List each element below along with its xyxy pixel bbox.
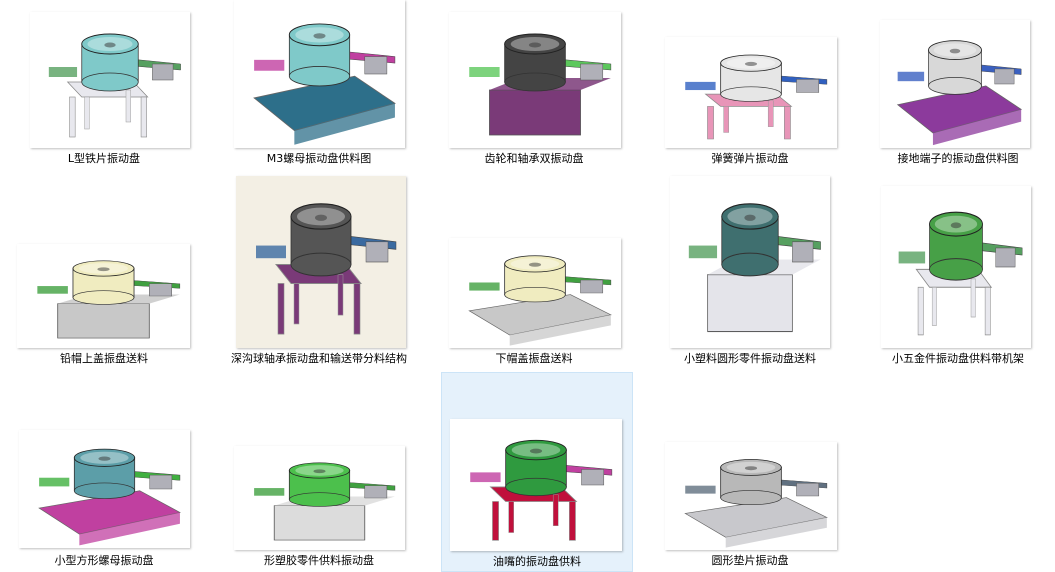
file-name-label: 油嘴的振动盘供料 xyxy=(493,555,581,568)
file-tile-2[interactable]: M3螺母振动盘供料图 xyxy=(215,0,423,176)
file-thumbnail xyxy=(665,442,837,550)
file-thumbnail xyxy=(670,176,830,348)
file-thumbnail xyxy=(665,37,837,148)
file-tile-8[interactable]: 下帽盖振盘送料 xyxy=(430,176,638,372)
vibratory-bowl-icon xyxy=(665,37,837,148)
file-tile-13[interactable]: 油嘴的振动盘供料 xyxy=(441,372,633,572)
file-thumbnail xyxy=(450,419,622,551)
vibratory-bowl-icon xyxy=(450,419,622,551)
file-tile-11[interactable]: 小型方形螺母振动盘 xyxy=(0,372,208,572)
vibratory-bowl-icon xyxy=(17,244,190,348)
file-name-label: 深沟球轴承振动盘和输送带分料结构 xyxy=(231,352,407,365)
file-tile-14[interactable]: 圆形垫片振动盘 xyxy=(646,372,854,572)
file-name-label: M3螺母振动盘供料图 xyxy=(266,152,372,165)
file-name-label: 小五金件振动盘供料带机架 xyxy=(892,352,1024,365)
file-name-label: 接地端子的振动盘供料图 xyxy=(897,152,1019,165)
file-tile-12[interactable]: 形塑胶零件供料振动盘 xyxy=(215,372,423,572)
file-tile-10[interactable]: 小五金件振动盘供料带机架 xyxy=(861,176,1055,372)
vibratory-bowl-icon xyxy=(670,176,830,348)
vibratory-bowl-icon xyxy=(449,238,621,348)
file-thumbnail xyxy=(234,446,405,550)
vibratory-bowl-icon xyxy=(236,176,406,348)
file-name-label: L型铁片振动盘 xyxy=(67,152,141,165)
file-tile-3[interactable]: 齿轮和轴承双振动盘 xyxy=(430,0,638,176)
file-tile-9[interactable]: 小塑料圆形零件振动盘送料 xyxy=(646,176,854,372)
file-tile-6[interactable]: 铅帽上盖振盘送料 xyxy=(0,176,208,372)
vibratory-bowl-icon xyxy=(30,12,190,148)
file-thumbnail xyxy=(880,20,1030,148)
file-tile-1[interactable]: L型铁片振动盘 xyxy=(0,0,208,176)
file-thumbnail xyxy=(881,186,1031,348)
file-name-label: 铅帽上盖振盘送料 xyxy=(60,352,148,365)
file-tile-7[interactable]: 深沟球轴承振动盘和输送带分料结构 xyxy=(215,176,423,372)
vibratory-bowl-icon xyxy=(880,20,1030,148)
file-thumbnail xyxy=(234,0,405,148)
vibratory-bowl-icon xyxy=(234,446,405,550)
file-tile-5[interactable]: 接地端子的振动盘供料图 xyxy=(861,0,1055,176)
vibratory-bowl-icon xyxy=(234,0,405,148)
file-tile-4[interactable]: 弹簧弹片振动盘 xyxy=(646,0,854,176)
vibratory-bowl-icon xyxy=(449,12,621,148)
file-name-label: 齿轮和轴承双振动盘 xyxy=(484,152,584,165)
vibratory-bowl-icon xyxy=(665,442,837,550)
file-thumbnail xyxy=(236,176,406,348)
file-name-label: 圆形垫片振动盘 xyxy=(711,554,789,567)
file-name-label: 形塑胶零件供料振动盘 xyxy=(264,554,374,567)
file-thumbnail xyxy=(30,12,190,148)
file-thumbnail xyxy=(449,238,621,348)
file-name-label: 小型方形螺母振动盘 xyxy=(54,554,154,567)
file-name-label: 弹簧弹片振动盘 xyxy=(711,152,789,165)
file-name-label: 下帽盖振盘送料 xyxy=(495,352,573,365)
vibratory-bowl-icon xyxy=(881,186,1031,348)
file-thumbnail xyxy=(17,244,190,348)
file-thumbnail xyxy=(449,12,621,148)
file-name-label: 小塑料圆形零件振动盘送料 xyxy=(684,352,816,365)
file-thumbnail xyxy=(19,430,190,548)
vibratory-bowl-icon xyxy=(19,430,190,548)
